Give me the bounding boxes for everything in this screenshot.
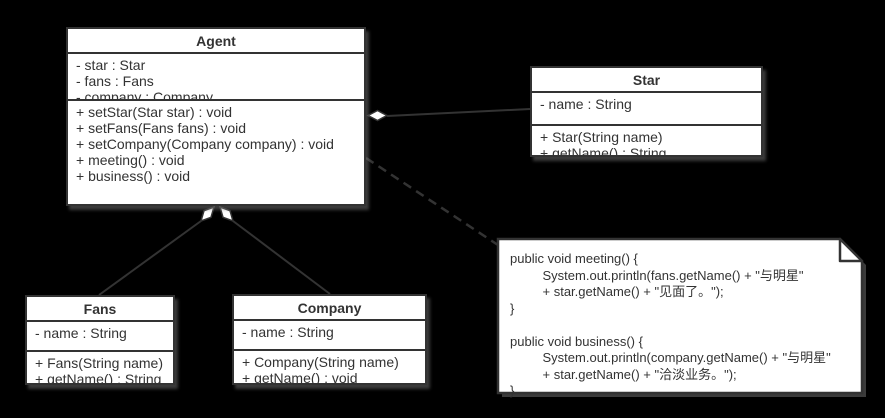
method: + Star(String name) [540,129,663,145]
code-line: + star.getName() + "洽淡业务。"); [510,366,737,382]
method: + meeting() : void [76,152,185,168]
agent-methods: + setStar(Star star) : void + setFans(Fa… [68,101,364,204]
method: + business() : void [76,168,190,184]
agent-star-line [386,108,531,117]
attribute: - name : String [242,324,334,340]
attribute: - star : Star [76,57,146,73]
method: + getName() : String [35,371,162,383]
agent-company-line [232,220,331,295]
note-shape [496,237,864,395]
agent-fans-line [98,220,202,296]
code-note: public void meeting() { System.out.print… [498,239,862,398]
code-line: } [510,300,515,316]
code-line: + star.getName() + "见面了。"); [510,284,724,299]
star-attributes: - name : String [532,93,761,126]
class-box-star: Star - name : String + Star(String name)… [530,66,763,157]
method: + setStar(Star star) : void [76,104,232,120]
class-box-agent: Agent - star : Star - fans : Fans - comp… [66,27,366,206]
class-title-fans: Fans [27,297,173,322]
class-title-star: Star [532,68,761,93]
company-attributes: - name : String [234,321,425,351]
fans-methods: + Fans(String name) + getName() : String [27,352,173,383]
note-anchor-line [365,156,499,247]
class-title-agent: Agent [68,29,364,54]
note-fold-corner [838,237,864,263]
code-line: public void business() { [510,333,643,349]
method: + setFans(Fans fans) : void [76,120,247,136]
class-box-fans: Fans - name : String + Fans(String name)… [25,295,175,385]
fans-attributes: - name : String [27,322,173,352]
code-line: public void meeting() { [510,251,638,266]
code-line: } [510,383,515,398]
company-methods: + Company(String name) + getName() : voi… [234,351,425,383]
method: + Fans(String name) [35,355,163,371]
attribute: - fans : Fans [76,73,154,89]
aggregation-diamond-fans [199,205,216,223]
class-box-company: Company - name : String + Company(String… [232,294,427,385]
agent-attributes: - star : Star - fans : Fans - company : … [68,54,364,101]
code-line: System.out.println(company.getName() + "… [510,350,831,365]
aggregation-diamond-company [218,205,235,223]
method: + Company(String name) [242,354,399,370]
method: + getName() : void [242,370,358,383]
attribute: - company : Company [76,89,213,101]
code-line: System.out.println(fans.getName() + "与明星… [510,267,804,283]
method: + getName() : String [540,145,667,155]
aggregation-diamond-star [366,109,389,122]
code-line [510,317,852,334]
class-title-company: Company [234,296,425,321]
method: + setCompany(Company company) : void [76,136,334,152]
attribute: - name : String [540,96,632,112]
star-methods: + Star(String name) + getName() : String [532,126,761,155]
attribute: - name : String [35,325,127,341]
